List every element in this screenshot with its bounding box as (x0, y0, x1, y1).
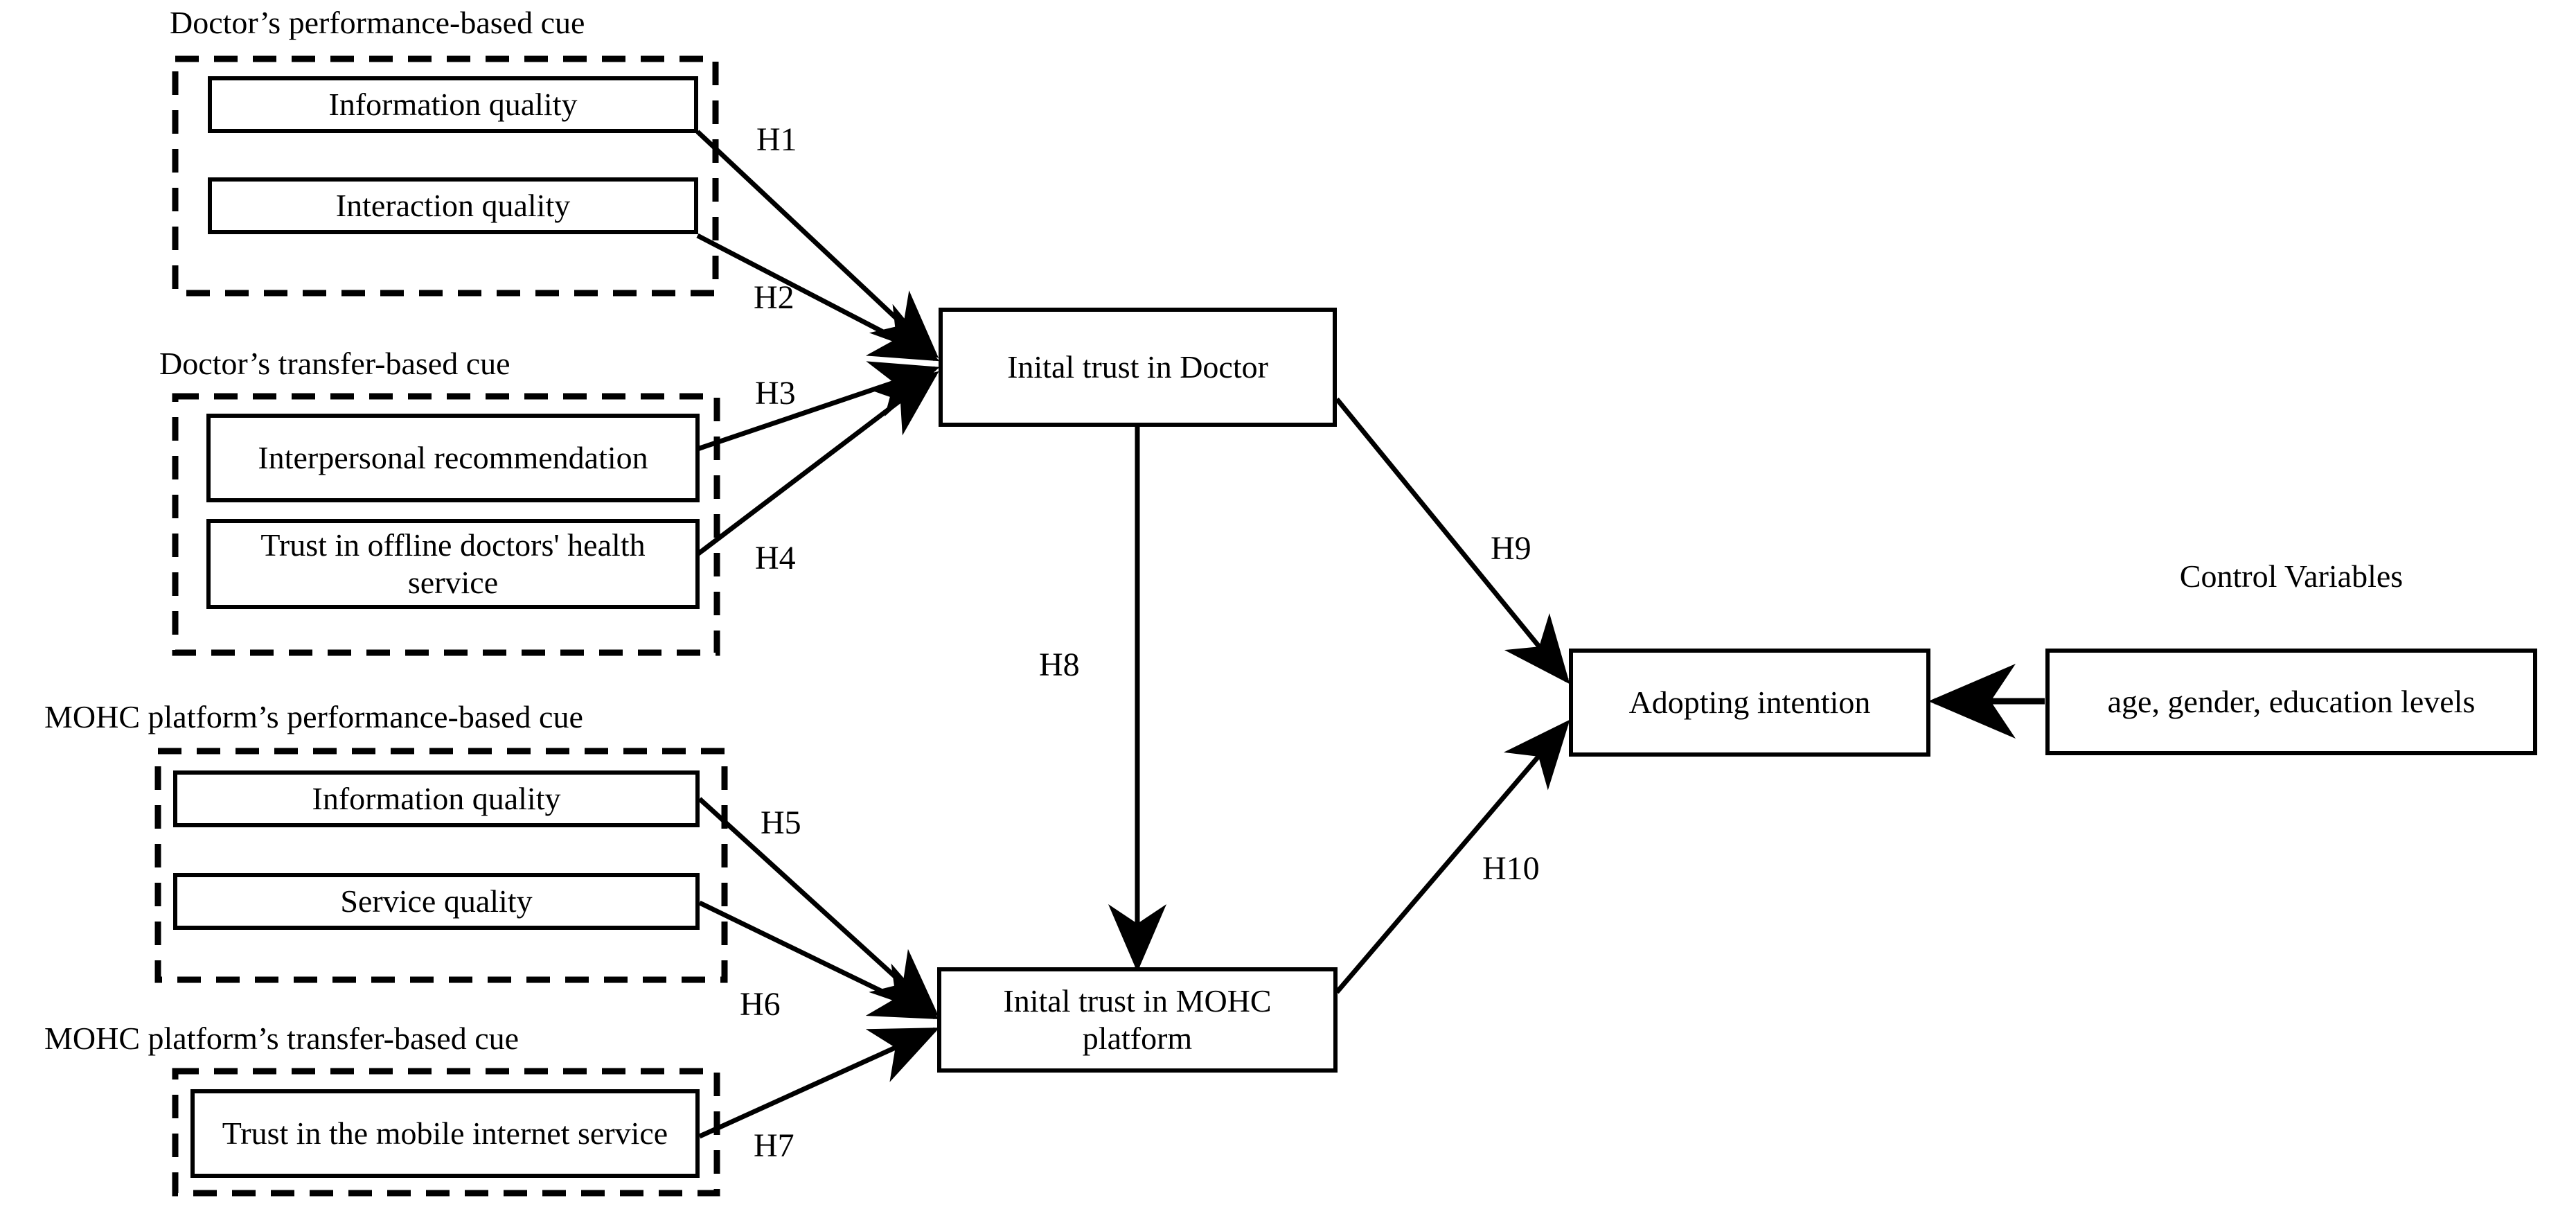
edge-h6 (698, 900, 940, 1020)
node-label: Interaction quality (335, 187, 571, 223)
node-label: Adopting intention (1628, 684, 1871, 720)
control-variables-caption: Control Variables (2179, 558, 2404, 594)
node-control-variables[interactable]: age, gender, education levels (2045, 649, 2537, 755)
node-service-quality[interactable]: Service quality (173, 873, 700, 930)
node-information-quality-platform[interactable]: Information quality (173, 770, 700, 827)
node-interpersonal-recommendation[interactable]: Interpersonal recommendation (206, 414, 700, 502)
group-label-doctor-transfer: Doctor’s transfer-based cue (159, 346, 510, 381)
hypothesis-label-h1: H1 (756, 121, 797, 158)
edge-h4 (695, 371, 939, 556)
node-label: Inital trust in Doctor (1007, 349, 1268, 385)
node-label: age, gender, education levels (2107, 683, 2476, 719)
node-label: Information quality (312, 780, 561, 816)
hypothesis-label-h4: H4 (755, 540, 796, 576)
edge-h10 (1335, 719, 1570, 994)
group-frame-mohc-transfer (172, 1068, 720, 1197)
hypothesis-label-h2: H2 (754, 279, 794, 316)
edge-h9 (1335, 397, 1570, 685)
group-label-mohc-transfer: MOHC platform’s transfer-based cue (44, 1021, 519, 1056)
hypothesis-label-h8: H8 (1039, 646, 1080, 683)
edge-h7 (698, 1027, 940, 1139)
node-inital-trust-in-mohc-platform[interactable]: Inital trust in MOHC platform (937, 967, 1338, 1073)
group-label-mohc-performance: MOHC platform’s performance-based cue (44, 699, 583, 734)
hypothesis-label-h3: H3 (755, 375, 796, 412)
node-information-quality-doctor[interactable]: Information quality (208, 76, 698, 133)
edge-h2 (696, 233, 940, 362)
hypothesis-label-h7: H7 (754, 1127, 794, 1164)
hypothesis-label-h5: H5 (761, 804, 801, 841)
hypothesis-label-h9: H9 (1491, 530, 1531, 567)
node-interaction-quality[interactable]: Interaction quality (208, 177, 698, 234)
hypothesis-label-h10: H10 (1482, 850, 1540, 887)
node-label: Inital trust in MOHC platform (1003, 982, 1272, 1056)
node-inital-trust-in-doctor[interactable]: Inital trust in Doctor (939, 308, 1337, 427)
node-trust-offline-doctors[interactable]: Trust in offline doctors' health service (206, 519, 700, 609)
node-label: Trust in offline doctors' health service (260, 527, 646, 600)
group-frame-mohc-performance (154, 748, 728, 983)
group-label-doctor-performance: Doctor’s performance-based cue (170, 5, 585, 40)
node-label: Information quality (328, 86, 578, 122)
node-label: Interpersonal recommendation (258, 439, 648, 475)
hypothesis-label-h6: H6 (740, 986, 781, 1023)
node-label: Service quality (340, 883, 533, 919)
node-label: Trust in the mobile internet service (222, 1115, 668, 1151)
node-trust-mobile-internet[interactable]: Trust in the mobile internet service (190, 1089, 700, 1178)
group-frame-doctor-transfer (172, 393, 720, 656)
node-adopting-intention[interactable]: Adopting intention (1569, 649, 1930, 757)
